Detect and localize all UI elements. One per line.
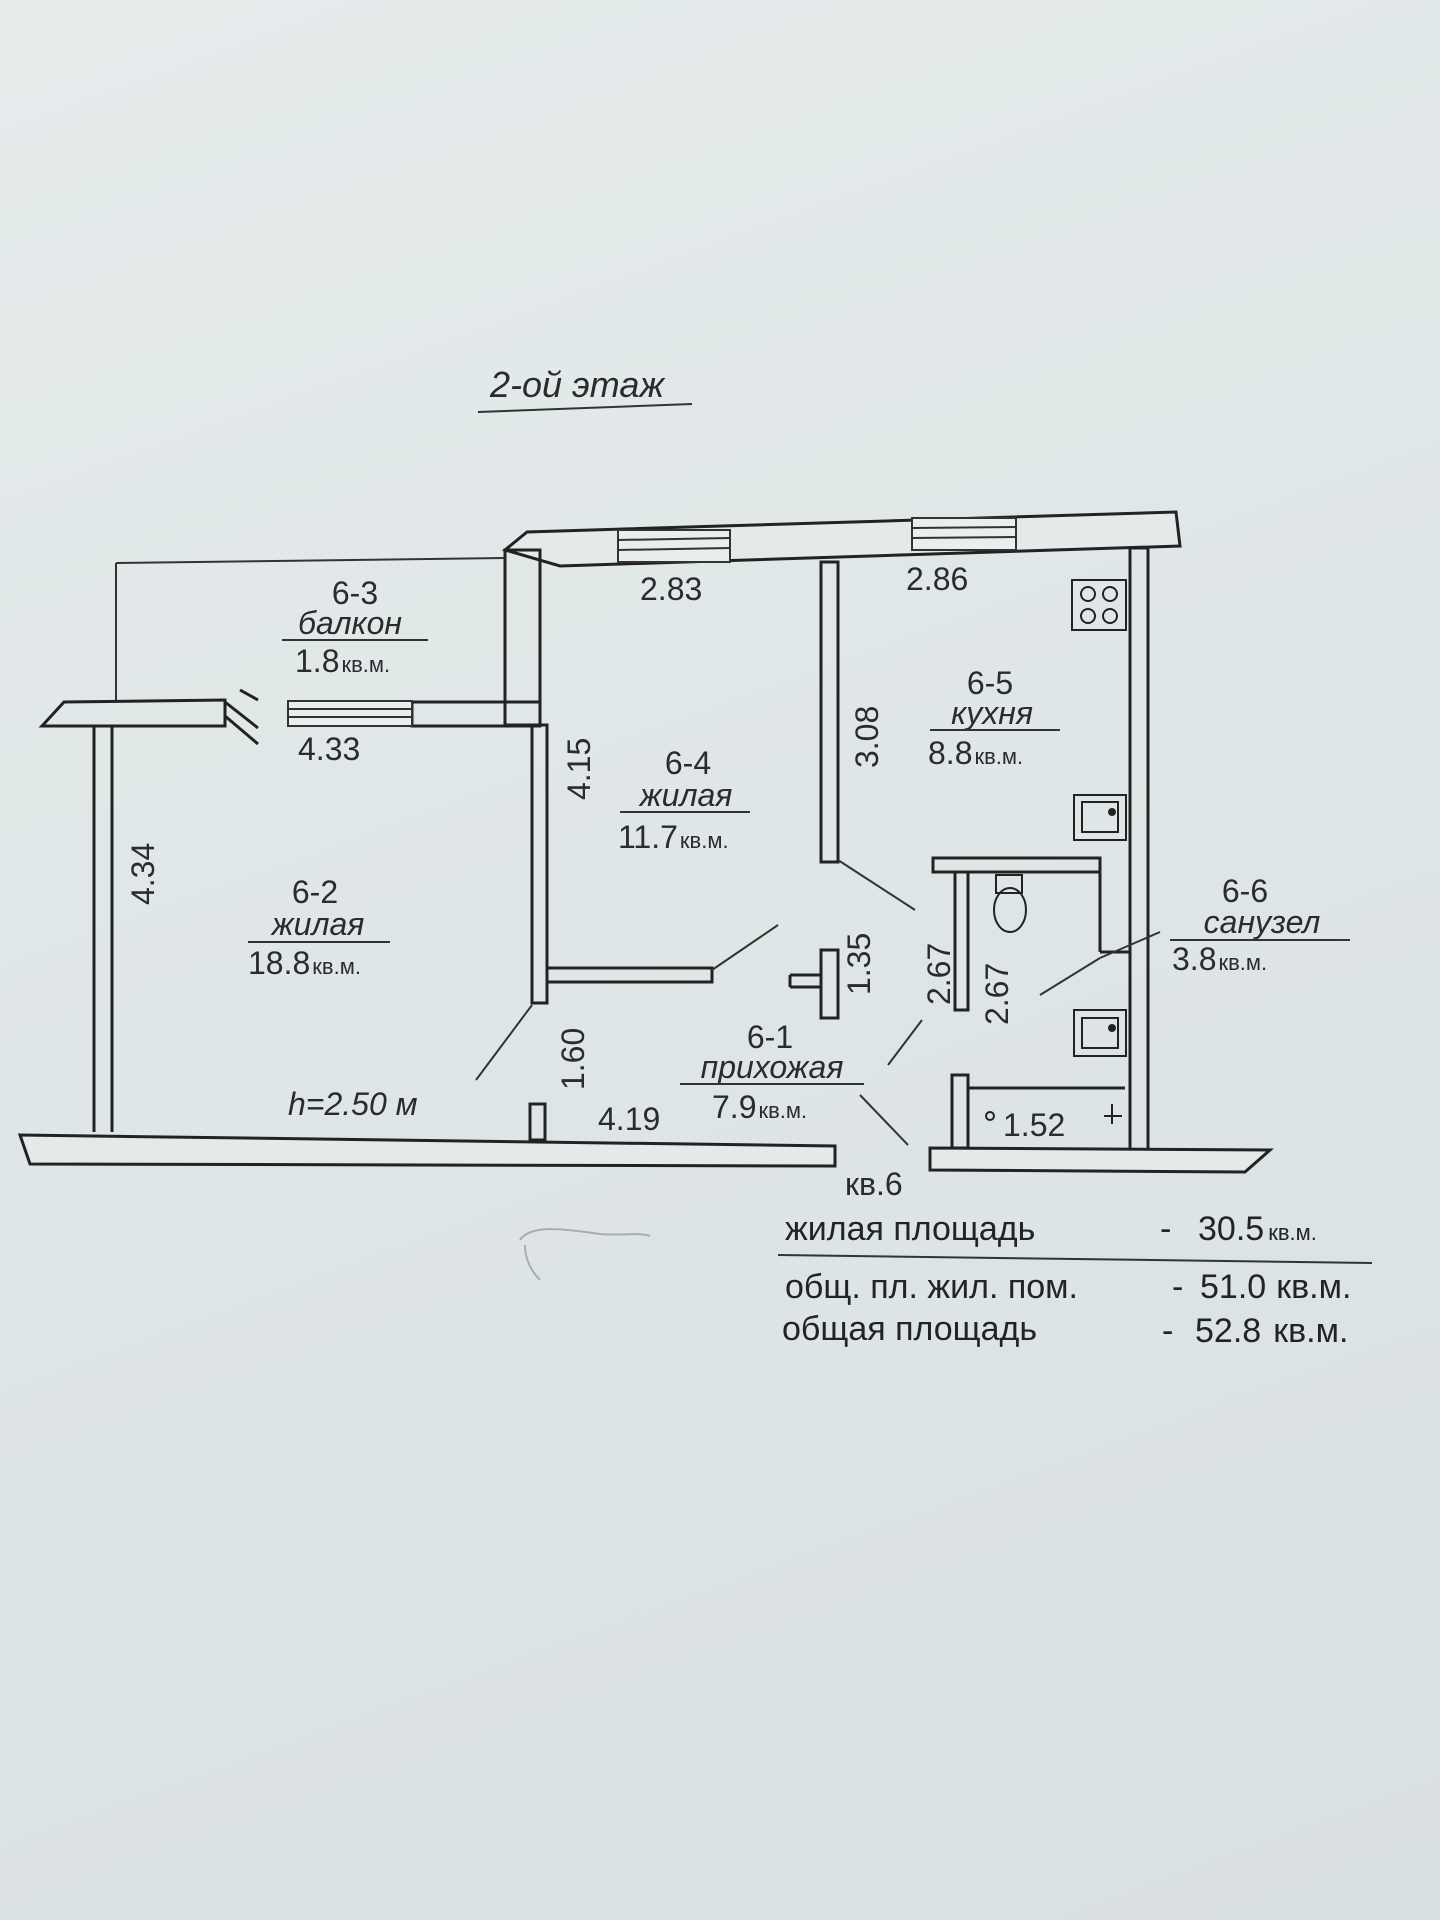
bathroom-sink-icon — [1073, 1009, 1127, 1057]
room-area: 1.8кв.м. — [295, 643, 390, 679]
dimension-label: 4.15 — [561, 738, 597, 800]
dimension-label: 2.83 — [640, 571, 702, 607]
stove-icon — [1071, 579, 1127, 631]
room-name: жилая — [638, 777, 733, 813]
room-area: 7.9кв.м. — [712, 1089, 807, 1125]
room-area: 8.8кв.м. — [928, 735, 1023, 771]
dimension-label: 2.67 — [979, 963, 1015, 1025]
toilet-icon — [993, 874, 1027, 933]
window-top-right — [911, 517, 1017, 551]
dimension-label: 4.34 — [125, 843, 161, 905]
room-id: 6-4 — [665, 745, 711, 781]
dimension-label: 2.67 — [921, 943, 957, 1005]
summary-label: общ. пл. жил. пом. — [785, 1268, 1078, 1306]
apartment-label: кв.6 — [845, 1166, 903, 1202]
room-6-6: 6-6 санузел 3.8кв.м. — [1170, 873, 1350, 977]
dimension-label: 2.86 — [906, 561, 968, 597]
leader-lines — [859, 931, 1161, 1146]
room-6-3: 6-3 балкон 1.8кв.м. — [282, 575, 428, 679]
room-name: кухня — [951, 695, 1033, 731]
summary-dash: - — [1160, 1210, 1171, 1248]
room-area: 3.8кв.м. — [1172, 941, 1267, 977]
room-id: 6-5 — [967, 665, 1013, 701]
wc-fixtures — [985, 1104, 1122, 1124]
floor-title: 2-ой этаж — [477, 364, 693, 413]
room-area: 11.7кв.м. — [618, 819, 729, 855]
windows — [287, 517, 1017, 727]
room-name: балкон — [298, 605, 402, 641]
dimension-label: 4.19 — [598, 1101, 660, 1137]
summary-dash: - — [1172, 1268, 1183, 1306]
window-top-left — [617, 529, 731, 563]
dimension-label: 3.08 — [849, 706, 885, 768]
dimension-label: 1.35 — [841, 933, 877, 995]
summary-label: жилая площадь — [785, 1210, 1035, 1248]
window-balcony — [287, 700, 413, 727]
room-name: санузел — [1204, 904, 1321, 940]
pencil-mark — [519, 1228, 651, 1281]
room-name: прихожая — [701, 1049, 844, 1085]
room-area: 18.8кв.м. — [248, 945, 361, 981]
room-id: 6-1 — [747, 1019, 793, 1055]
room-id: 6-6 — [1222, 873, 1268, 909]
room-6-5: 6-5 кухня 8.8кв.м. — [928, 665, 1060, 771]
balcony-outline — [115, 557, 506, 700]
room-6-2: 6-2 жилая 18.8кв.м. — [248, 874, 390, 981]
kitchen-sink-icon — [1073, 794, 1127, 841]
dimension-label: 1.60 — [555, 1028, 591, 1090]
floor-title-text: 2-ой этаж — [489, 364, 666, 405]
summary-divider — [777, 1254, 1373, 1264]
room-id: 6-2 — [292, 874, 338, 910]
ceiling-height: h=2.50 м — [288, 1086, 418, 1122]
dimension-label: 1.52 — [1003, 1107, 1065, 1143]
balcony-door-marks — [224, 688, 259, 746]
dimensions: 2.83 2.86 4.33 4.15 3.08 4.34 1.35 2.67 … — [125, 561, 1065, 1143]
room-6-4: 6-4 жилая 11.7кв.м. — [618, 745, 750, 855]
room-name: жилая — [270, 906, 365, 942]
summary-label: общая площадь — [782, 1310, 1037, 1348]
room-6-1: 6-1 прихожая 7.9кв.м. — [680, 1019, 864, 1125]
door-swings — [475, 859, 923, 1081]
dimension-label: 4.33 — [298, 731, 360, 767]
room-id: 6-3 — [332, 575, 378, 611]
summary-dash: - — [1162, 1312, 1173, 1350]
